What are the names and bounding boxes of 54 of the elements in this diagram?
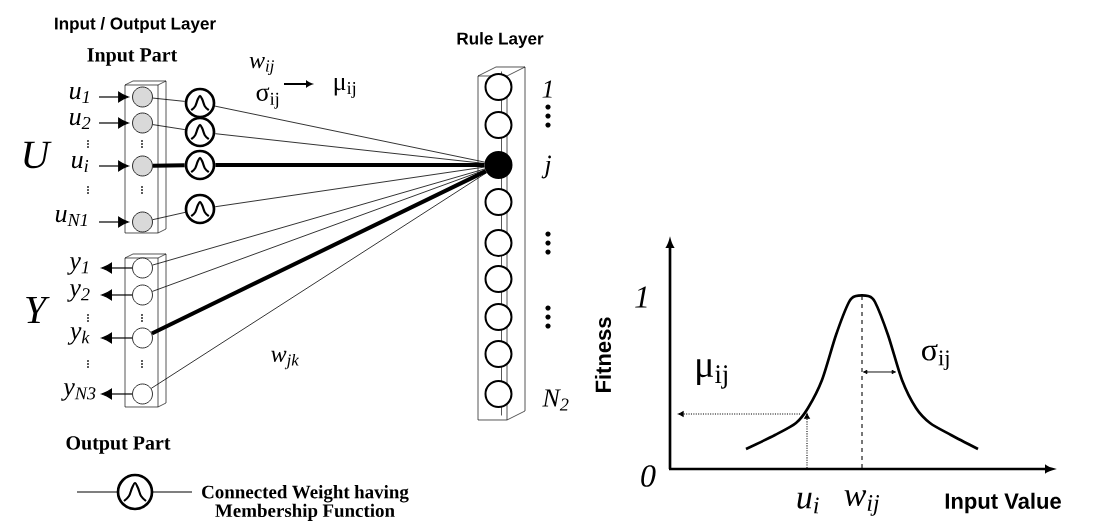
weight-symbol: w$_{ij}$ — [249, 56, 274, 75]
width-symbol: σ$_{ij}$ — [256, 87, 279, 109]
connection-line — [152, 97, 186, 102]
axis-value-label: u$_{i}$ — [797, 492, 819, 514]
arrow — [101, 262, 133, 274]
neuron-label: u$_{N1}$ — [55, 209, 87, 227]
membership-function-circle — [184, 87, 216, 119]
neuron-label: y$_{N3}$ — [61, 383, 96, 401]
connection-line — [152, 212, 186, 221]
arrow — [101, 289, 133, 301]
axis-label: Fitness — [594, 317, 612, 393]
arrow — [98, 216, 129, 228]
vector-symbol: U — [24, 141, 52, 169]
neuron-label: N$_{2}$ — [542, 389, 569, 411]
column-heading: Rule Layer — [457, 32, 544, 48]
tick-label: 0 — [641, 465, 656, 487]
neuron-label: j — [541, 155, 551, 179]
connection-line — [152, 124, 186, 130]
membership-function-circle — [184, 149, 216, 181]
membership-function-circle — [184, 193, 216, 225]
neuron-label: y$_{k}$ — [67, 327, 90, 345]
connection-line — [152, 168, 486, 266]
column-heading: Output Part — [66, 436, 171, 454]
column-heading: Input Part — [87, 48, 178, 66]
arrow — [98, 117, 129, 129]
membership-symbol: μ$_{ij}$ — [334, 78, 356, 98]
connection-line — [214, 133, 485, 164]
connection-line — [150, 172, 488, 389]
neuron-label: 1 — [542, 80, 552, 98]
layer-title: Input / Output Layer — [55, 17, 216, 33]
arrow — [98, 91, 129, 103]
neuron-label: u$_{i}$ — [71, 155, 89, 173]
connection-line — [152, 163, 185, 168]
connection-line — [151, 169, 487, 336]
tick-label: 1 — [635, 286, 647, 308]
neuron-label: u$_{2}$ — [69, 112, 91, 130]
axis-label: Input Value — [945, 492, 1061, 514]
legend-text: Connected Weight having Membership Function — [202, 485, 409, 521]
arrow — [98, 160, 129, 172]
connection-line — [214, 105, 486, 163]
vector-symbol: Y — [26, 296, 50, 324]
connection-line — [214, 166, 486, 208]
connection-line — [151, 169, 486, 292]
width-symbol: σ$_{ij}$ — [922, 343, 949, 371]
membership-function-circle — [184, 116, 216, 148]
neuron-label: u$_{1}$ — [69, 86, 89, 104]
membership-symbol: μ$_{ij}$ — [697, 359, 727, 389]
arrow — [101, 332, 133, 344]
neuron-label: y$_{1}$ — [67, 257, 89, 275]
arrow — [101, 388, 133, 400]
connection-line — [215, 163, 485, 167]
weight-symbol: w$_{jk}$ — [271, 350, 299, 370]
axis-value-label: w$_{ij}$ — [844, 490, 880, 516]
neuron-label: y$_{2}$ — [67, 284, 90, 302]
